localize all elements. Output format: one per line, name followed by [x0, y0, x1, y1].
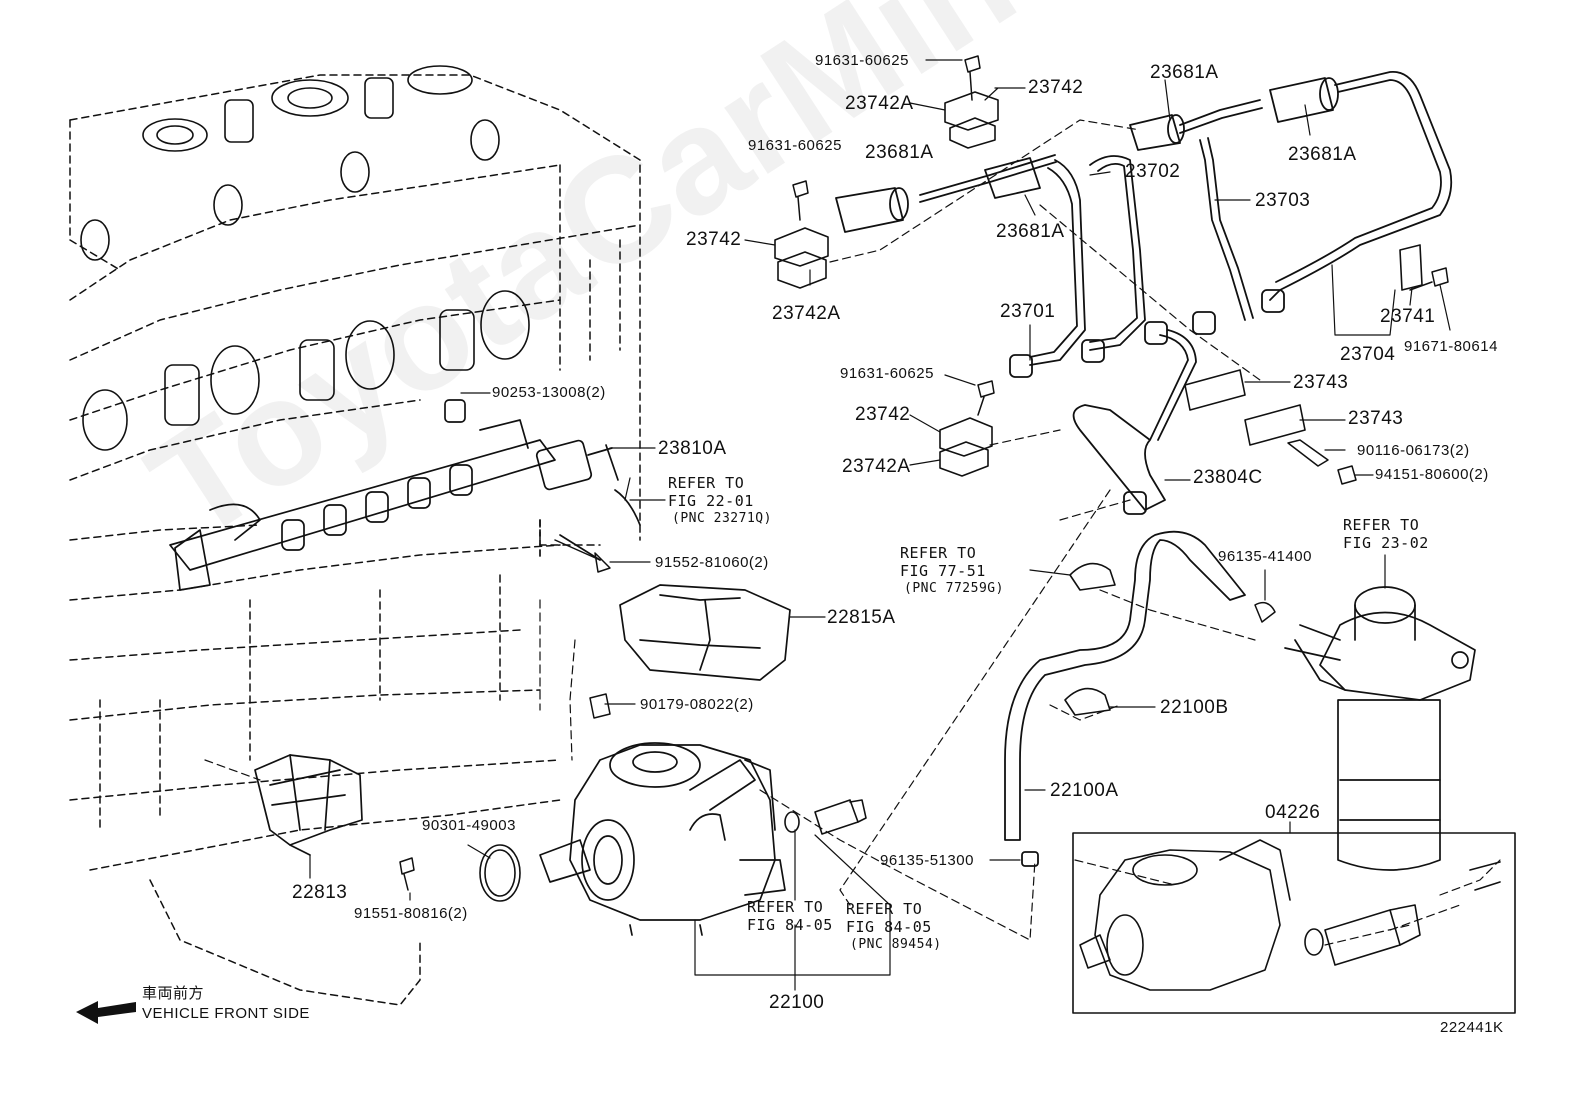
refer-line: REFER TO [1343, 516, 1420, 534]
label-23742-left: 23742 [686, 229, 742, 250]
label-96135-41400: 96135-41400 [1218, 548, 1312, 565]
vehicle-front-en: VEHICLE FRONT SIDE [142, 1005, 310, 1022]
refer-line: REFER TO [668, 474, 745, 492]
refer-fig: FIG 77-51 [900, 562, 986, 580]
label-90301-49003: 90301-49003 [422, 817, 516, 834]
label-22815A: 22815A [827, 607, 896, 628]
refer-fig: FIG 23-02 [1343, 534, 1429, 552]
pump-cover-22815A [619, 584, 791, 681]
label-23742A-mid: 23742A [842, 456, 911, 477]
label-23743-b: 23743 [1348, 408, 1404, 429]
refer-line: REFER TO [747, 898, 824, 916]
label-23681A-right: 23681A [1288, 144, 1357, 165]
pipe-clamps [774, 91, 1423, 716]
refer-fig-84-05-a: REFER TO FIG 84-05 [747, 898, 833, 934]
label-22100A: 22100A [1050, 780, 1119, 801]
label-23743-a: 23743 [1293, 372, 1349, 393]
fuel-hose-22100A [1004, 530, 1246, 841]
o-rings [479, 811, 1324, 956]
refer-fig-22-01: REFER TO FIG 22-01 (PNC 23271Q) [668, 474, 772, 528]
label-23810A: 23810A [658, 438, 727, 459]
label-23704: 23704 [1340, 344, 1396, 365]
label-94151-80600: 94151-80600(2) [1375, 466, 1489, 483]
label-90179-08022: 90179-08022(2) [640, 696, 754, 713]
diagram-code: 222441K [1440, 1019, 1504, 1036]
label-04226: 04226 [1265, 802, 1321, 823]
refer-pnc: (PNC 23271Q) [672, 511, 772, 526]
label-91552-81060: 91552-81060(2) [655, 554, 769, 571]
refer-fig-77-51: REFER TO FIG 77-51 (PNC 77259G) [900, 544, 1004, 598]
label-22100: 22100 [769, 992, 825, 1013]
supply-pump [539, 742, 786, 936]
refer-fig: FIG 84-05 [846, 918, 932, 936]
label-23701: 23701 [1000, 301, 1056, 322]
label-23702: 23702 [1125, 161, 1181, 182]
label-23804C: 23804C [1193, 467, 1263, 488]
refer-fig: FIG 84-05 [747, 916, 833, 934]
fuel-filter [1284, 586, 1476, 871]
pump-assembly-box-04226 [1072, 832, 1516, 1014]
label-23681A-left: 23681A [865, 142, 934, 163]
refer-line: REFER TO [900, 544, 977, 562]
label-90253-13008: 90253-13008(2) [492, 384, 606, 401]
label-91631-60625-top: 91631-60625 [815, 52, 909, 69]
label-91671-80614: 91671-80614 [1404, 338, 1498, 355]
injection-pipes [835, 71, 1453, 867]
leader-lines [309, 59, 1451, 991]
label-23741: 23741 [1380, 306, 1436, 327]
common-rail [169, 399, 641, 591]
vehicle-front-jp: 車両前方 [142, 985, 205, 1002]
refer-pnc: (PNC 89454) [850, 937, 942, 952]
label-91631-60625-left: 91631-60625 [748, 137, 842, 154]
label-23742-mid: 23742 [855, 404, 911, 425]
label-23742-top: 23742 [1028, 77, 1084, 98]
label-90116-06173: 90116-06173(2) [1357, 442, 1470, 459]
label-23681A-mid: 23681A [996, 221, 1065, 242]
bolts [399, 55, 1449, 891]
refer-fig-23-02: REFER TO FIG 23-02 [1343, 516, 1429, 552]
label-96135-51300: 96135-51300 [880, 852, 974, 869]
engine-block [69, 74, 641, 1006]
engine-cylinder-head [80, 65, 530, 451]
label-91551-80816: 91551-80816(2) [354, 905, 468, 922]
refer-fig-84-05-b: REFER TO FIG 84-05 (PNC 89454) [846, 900, 942, 954]
label-23742A-left: 23742A [772, 303, 841, 324]
label-23681A-top: 23681A [1150, 62, 1219, 83]
refer-pnc: (PNC 77259G) [904, 581, 1004, 596]
label-22100B: 22100B [1160, 697, 1229, 718]
label-22813: 22813 [292, 882, 348, 903]
label-91631-60625-mid: 91631-60625 [840, 365, 934, 382]
dashed-reference-lines [204, 119, 1501, 946]
bracket-22813 [254, 754, 363, 856]
label-23703: 23703 [1255, 190, 1311, 211]
fuel-temp-sensor [814, 799, 867, 835]
refer-fig: FIG 22-01 [668, 492, 754, 510]
vehicle-front-arrow [76, 1001, 136, 1024]
refer-line: REFER TO [846, 900, 923, 918]
label-23742A-top: 23742A [845, 93, 914, 114]
